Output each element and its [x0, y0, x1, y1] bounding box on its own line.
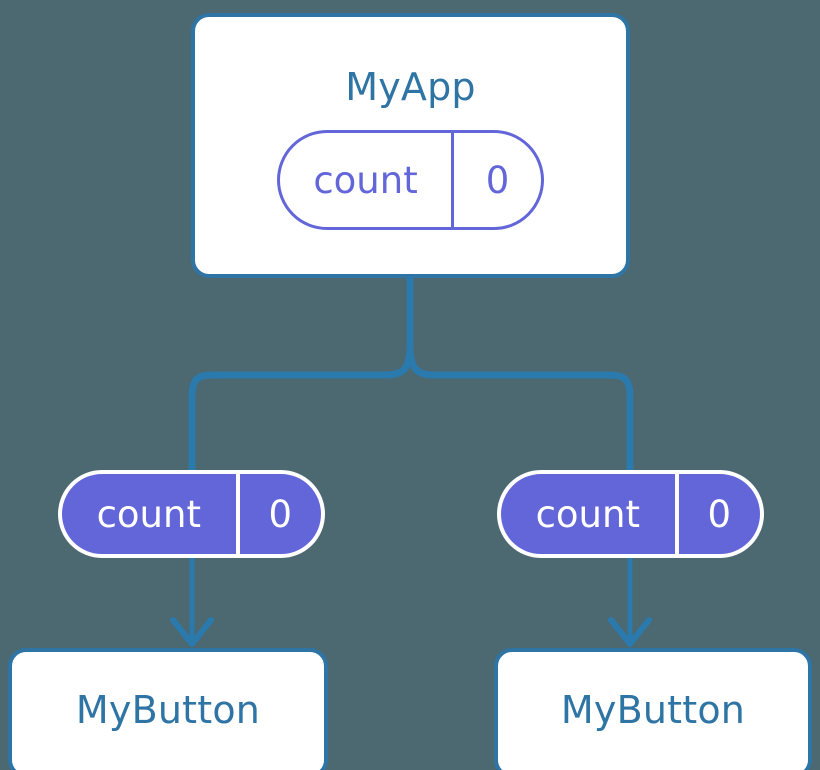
component-node-myapp[interactable]: MyApp	[191, 13, 630, 278]
state-pill-myapp-count[interactable]: count 0	[277, 130, 544, 230]
props-pill-right-count[interactable]: count 0	[497, 470, 764, 558]
arrow-head-left	[170, 617, 214, 647]
arrow-head-right	[608, 617, 652, 647]
props-pill-value: 0	[674, 474, 760, 554]
props-pill-left-count[interactable]: count 0	[58, 470, 325, 558]
connector-root-to-left-child	[188, 274, 414, 474]
component-node-mybutton-left[interactable]: MyButton	[8, 648, 328, 770]
component-node-mybutton-right[interactable]: MyButton	[494, 648, 812, 770]
state-pill-key: count	[313, 158, 418, 202]
state-pill-value: 0	[451, 133, 541, 227]
props-pill-key: count	[535, 492, 640, 536]
props-pill-key: count	[96, 492, 201, 536]
props-pill-value: 0	[235, 474, 321, 554]
component-label-myapp: MyApp	[345, 65, 476, 109]
component-label-mybutton-right: MyButton	[560, 688, 746, 732]
component-label-mybutton-left: MyButton	[75, 688, 261, 732]
connector-root-to-right-child	[406, 341, 634, 474]
